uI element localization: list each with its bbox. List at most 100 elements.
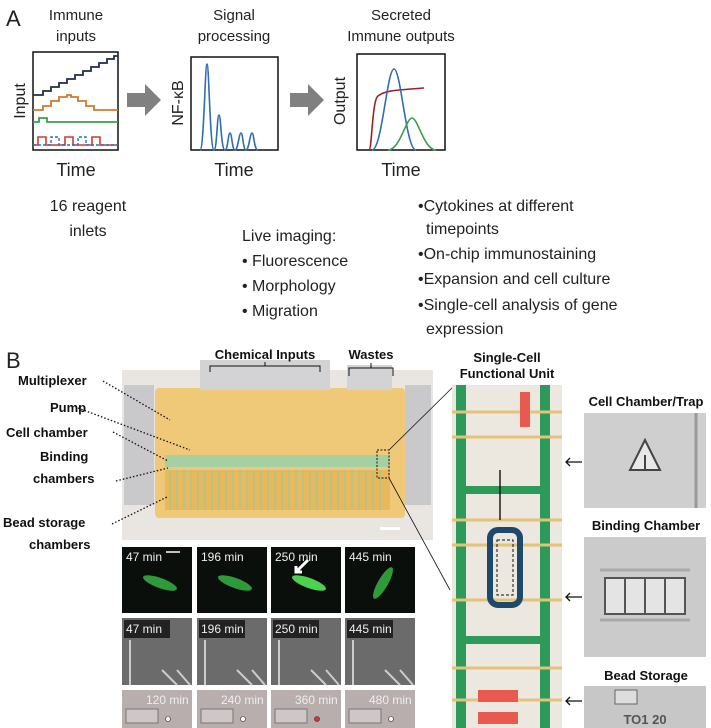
output-ylabel: Output (332, 76, 349, 125)
cell-fluorescence (373, 567, 393, 599)
fluorescence-row: 47 min 196 min 250 min 445 min (122, 547, 415, 613)
cell-chamber-image (584, 413, 706, 508)
arrow-left-icon (565, 592, 582, 602)
output-bullet: •Expansion and cell culture (418, 271, 610, 288)
fluorescence-time-label: 47 min (126, 550, 162, 564)
inputs-plot (32, 51, 119, 151)
bead (240, 716, 246, 722)
output-early-peak-line (371, 68, 417, 151)
brightfield-time-label: 47 min (126, 622, 162, 636)
bead-chamber (200, 708, 234, 724)
processing-title-1: Signal (213, 7, 255, 24)
channel-walls (129, 640, 191, 686)
unit-title-2: Functional Unit (460, 366, 555, 381)
detail-title-bead-storage: Bead Storage (604, 668, 688, 683)
inputs-title-1: Immune (49, 7, 103, 24)
input-brackets (209, 362, 394, 376)
bead-storage-image: TO1 20 (584, 686, 706, 728)
outputs-title-1: Secreted (371, 7, 431, 24)
output-bullet-cont: expression (426, 321, 503, 338)
chip-photo (122, 360, 433, 540)
output-bullet-cont: timepoints (426, 221, 499, 238)
output-saturating-line (368, 87, 425, 151)
output-bullet: •Single-cell analysis of gene (418, 297, 618, 314)
brightfield-time-label: 445 min (349, 622, 392, 636)
bead-row: 120 min 240 min 360 min 480 min (122, 690, 415, 728)
inputs-xlabel: Time (56, 160, 95, 180)
imaging-bullet: • Fluorescence (242, 253, 348, 270)
arrow-left-icon (565, 457, 582, 467)
channel-walls (278, 640, 340, 686)
input-short-pulse-line (33, 117, 118, 123)
bead-chamber (125, 708, 159, 724)
signal-xlabel: Time (214, 160, 253, 180)
brightfield-time-label: 250 min (275, 622, 318, 636)
bead-chamber (348, 708, 382, 724)
chip-labels: Multiplexer Pump Cell chamber Binding ch… (3, 373, 94, 552)
inputs-title-2: inputs (56, 28, 96, 45)
leader-lines (77, 380, 191, 525)
arrow-icon (294, 558, 310, 574)
cell-chamber-label: Cell chamber (6, 425, 88, 440)
output-plot (356, 53, 446, 151)
detail-title-cell-chamber: Cell Chamber/Trap (589, 394, 704, 409)
imaging-bullet: • Migration (242, 303, 318, 320)
chemical-inputs-label: Chemical Inputs (215, 347, 315, 362)
input-periodic-red-line (33, 136, 118, 146)
time-label-bg (124, 620, 170, 638)
pump-label: Pump (50, 400, 86, 415)
imaging-bullet: • Morphology (242, 278, 336, 295)
time-label-bg (199, 620, 245, 638)
bead-storage-etched-text: TO1 20 (623, 712, 666, 727)
bead-storage-label-2: chambers (29, 537, 90, 552)
zoom-lines (388, 384, 456, 591)
output-bullet: •Cytokines at different (418, 198, 574, 215)
channel-walls (352, 640, 414, 686)
cell-fluorescence (142, 575, 178, 591)
fluorescence-time-label: 196 min (201, 550, 244, 564)
output-xlabel: Time (381, 160, 420, 180)
fluorescence-time-label: 250 min (275, 550, 318, 564)
panel-a-label: A (6, 6, 21, 31)
cell-fluorescence (291, 575, 327, 591)
input-periodic-blue-dashed-line (33, 136, 118, 146)
signal-plot (190, 56, 279, 151)
bead-storage-label-1: Bead storage (3, 515, 85, 530)
inputs-note-2: inlets (69, 223, 106, 240)
arrow-right-icon (290, 84, 324, 116)
output-late-peak-line (387, 117, 437, 151)
functional-unit-image (452, 385, 562, 728)
channel-walls (204, 640, 266, 686)
signal-ylabel: NF-κB (170, 80, 187, 125)
bead-chamber (274, 708, 308, 724)
panel-b-label: B (6, 348, 21, 373)
bead-time-label: 120 min (146, 693, 189, 707)
inputs-ylabel: Input (12, 83, 29, 119)
time-label-bg (273, 620, 319, 638)
wastes-label: Wastes (348, 347, 393, 362)
bead-time-label: 480 min (369, 693, 412, 707)
multiplexer-label: Multiplexer (18, 373, 87, 388)
arrow-left-icon (565, 696, 582, 706)
output-bullet: •On-chip immunostaining (418, 246, 596, 263)
detail-arrows (565, 457, 582, 706)
binding-chambers-label-1: Binding (40, 449, 88, 464)
live-imaging-title: Live imaging: (242, 228, 336, 245)
binding-chambers-label-2: chambers (33, 471, 94, 486)
brightfield-time-label: 196 min (201, 622, 244, 636)
fluorescence-time-label: 445 min (349, 550, 392, 564)
nfkb-oscillation-line (199, 63, 259, 151)
outputs-title-2: Immune outputs (347, 28, 455, 45)
bead-time-label: 360 min (295, 693, 338, 707)
input-pulse-ramp-line (33, 94, 118, 111)
cell-fluorescence (217, 575, 253, 591)
inputs-note-1: 16 reagent (50, 198, 127, 215)
arrow-right-icon (127, 84, 161, 116)
bead-time-label: 240 min (221, 693, 264, 707)
bead (314, 716, 320, 722)
bead (388, 716, 394, 722)
input-staircase-line (33, 55, 118, 96)
binding-chamber-image (584, 537, 706, 657)
